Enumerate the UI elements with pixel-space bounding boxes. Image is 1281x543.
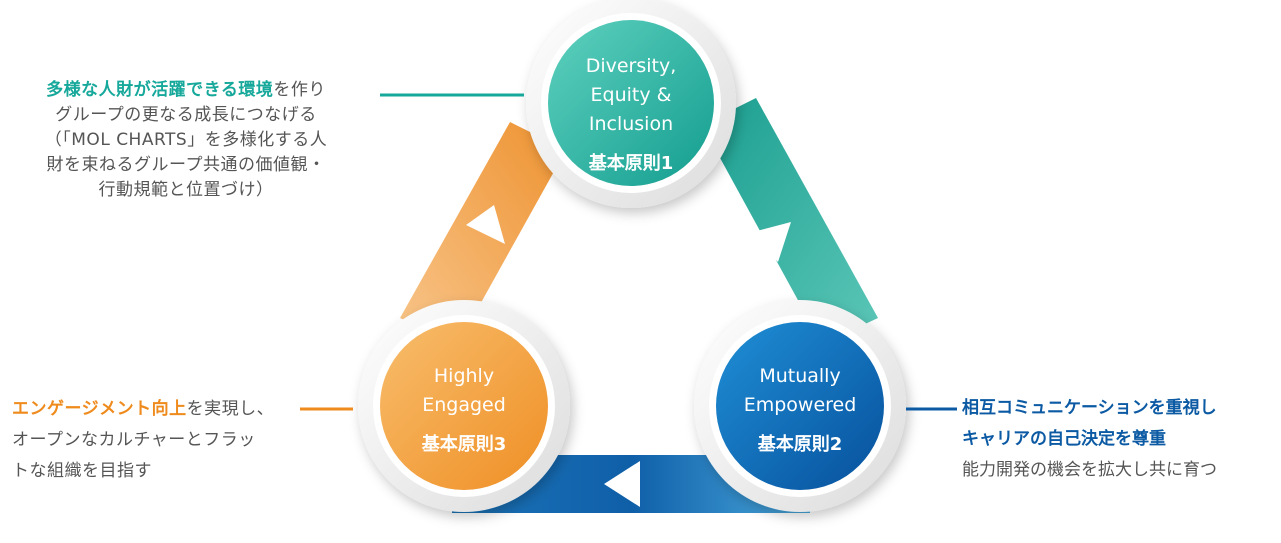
note-engaged-rest: を実現し、 — [186, 399, 275, 419]
note-empowered-highlight: キャリアの自己決定を尊重 — [962, 429, 1166, 449]
note-engaged-line: トな組織を目指す — [12, 461, 152, 481]
principle-2-subtitle: 基本原則2 — [757, 434, 843, 455]
principle-1-node — [526, 0, 736, 208]
arrow-up-right-icon — [466, 205, 505, 244]
principle-3-subtitle: 基本原則3 — [421, 434, 507, 455]
principle-1-label: Diversity, Equity & Inclusion 基本原則1 — [551, 52, 711, 175]
note-dei-highlight: 多様な人財が活躍できる環境 — [46, 80, 274, 100]
note-engaged: エンゲージメント向上を実現し、 オープンなカルチャーとフラッ トな組織を目指す — [12, 394, 332, 487]
note-dei-line: 財を束ねるグループ共通の価値観・ — [46, 155, 326, 175]
note-engaged-highlight: エンゲージメント向上 — [12, 399, 187, 419]
principle-3-node — [358, 300, 570, 512]
note-empowered-highlight: 相互コミュニケーションを重視し — [962, 398, 1217, 418]
connector-top-right — [702, 98, 878, 344]
note-engaged-line: オープンなカルチャーとフラッ — [12, 430, 256, 450]
principle-2-node — [694, 300, 906, 512]
principle-3-title: Highly Engaged — [422, 365, 506, 416]
principle-2-title: Mutually Empowered — [743, 365, 857, 416]
note-empowered: 相互コミュニケーションを重視し キャリアの自己決定を尊重 能力開発の機会を拡大し… — [962, 393, 1280, 486]
principle-2-label: Mutually Empowered 基本原則2 — [710, 362, 890, 456]
arrow-left-icon — [604, 461, 640, 507]
note-dei-line: グループの更なる成長につなげる — [55, 105, 317, 125]
principle-1-subtitle: 基本原則1 — [588, 153, 674, 174]
note-dei-line: 行動規範と位置づけ） — [98, 180, 274, 200]
principle-1-title: Diversity, Equity & Inclusion — [585, 55, 677, 135]
arrow-down-right-icon — [749, 222, 791, 262]
note-dei-line: （「MOL CHARTS」を多様化する人 — [44, 130, 328, 150]
note-dei-rest: を作り — [273, 80, 326, 100]
note-dei: 多様な人財が活躍できる環境を作り グループの更なる成長につなげる （「MOL C… — [2, 78, 370, 203]
principle-3-label: Highly Engaged 基本原則3 — [384, 362, 544, 456]
note-empowered-line: 能力開発の機会を拡大し共に育つ — [962, 460, 1217, 480]
